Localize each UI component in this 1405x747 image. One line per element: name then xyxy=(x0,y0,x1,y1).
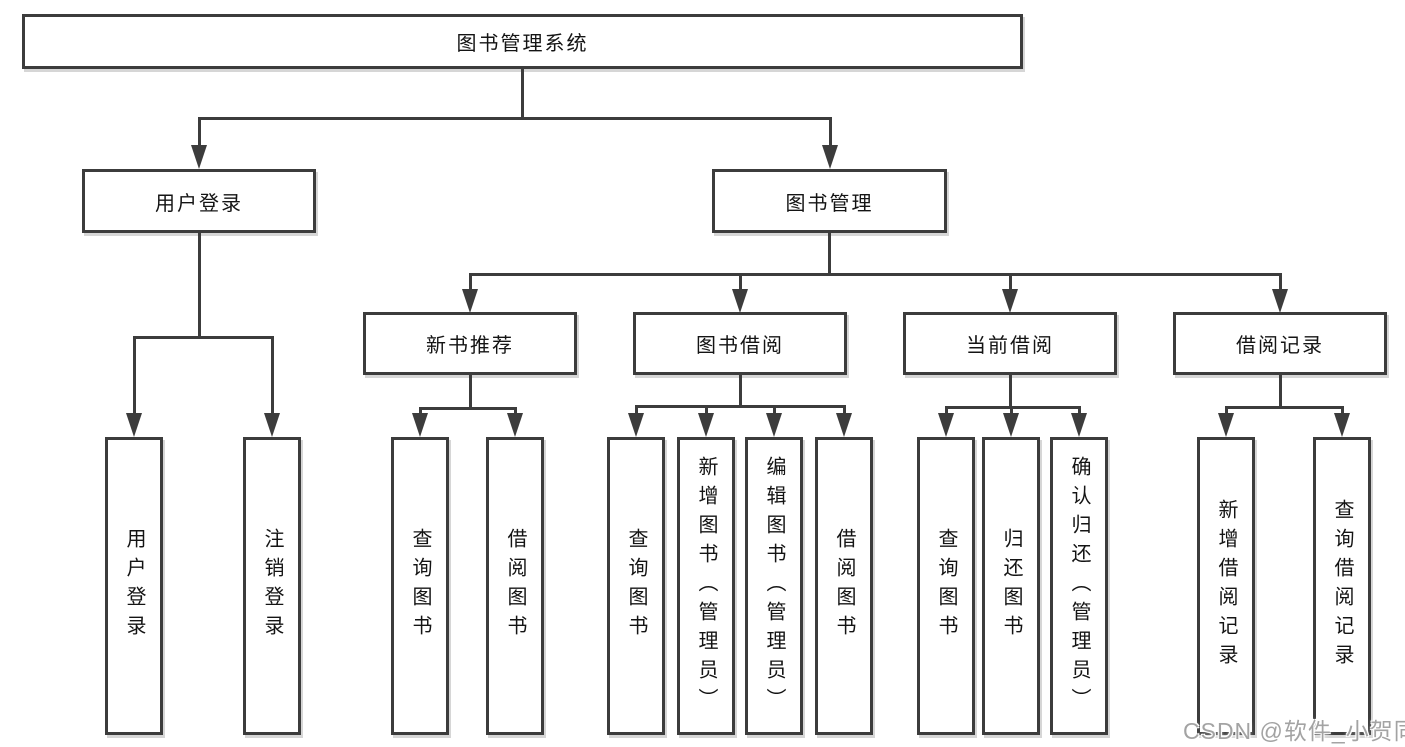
leaf-add-books-admin: 新增图书（管理员） xyxy=(677,437,735,735)
arrow-down-icon xyxy=(732,289,748,313)
arrow-down-icon xyxy=(766,413,782,437)
arrow-down-icon xyxy=(412,413,428,437)
leaf-label: 编辑图书（管理员） xyxy=(763,455,785,717)
leaf-label: 借阅图书 xyxy=(504,528,526,644)
leaf-label: 查询图书 xyxy=(409,528,431,644)
arrow-down-icon xyxy=(1272,289,1288,313)
connector-to-new-book xyxy=(469,273,472,291)
arrow-down-icon xyxy=(126,413,142,437)
node-label: 图书借阅 xyxy=(696,335,784,357)
csdn-watermark: CSDN @软件_小贺同学 xyxy=(1183,718,1405,744)
arrow-down-icon xyxy=(264,413,280,437)
connector-to-leaf xyxy=(1078,406,1081,415)
node-label: 当前借阅 xyxy=(966,335,1054,357)
connector-to-leaf xyxy=(705,405,708,415)
connector-to-records xyxy=(1279,273,1282,291)
node-current-borrow: 当前借阅 xyxy=(903,312,1117,375)
leaf-logout: 注销登录 xyxy=(243,437,301,735)
node-borrow-records: 借阅记录 xyxy=(1173,312,1387,375)
connector-to-current xyxy=(1009,273,1012,291)
connector-to-leaf xyxy=(1010,406,1013,415)
leaf-label: 新增图书（管理员） xyxy=(695,455,717,717)
connector-to-leaf xyxy=(773,405,776,415)
leaf-label: 查询图书 xyxy=(935,528,957,644)
arrow-down-icon xyxy=(698,413,714,437)
connector-borrow-bus xyxy=(635,405,845,408)
connector-new-book-stem xyxy=(469,375,472,407)
leaf-label: 注销登录 xyxy=(261,528,283,644)
node-book-management: 图书管理 xyxy=(712,169,947,233)
node-new-book-recommend: 新书推荐 xyxy=(363,312,577,375)
connector-to-user-login xyxy=(198,117,201,148)
leaf-add-borrow-record: 新增借阅记录 xyxy=(1197,437,1255,735)
node-label: 借阅记录 xyxy=(1236,335,1324,357)
leaf-return-books: 归还图书 xyxy=(982,437,1040,735)
leaf-user-login: 用户登录 xyxy=(105,437,163,735)
arrow-down-icon xyxy=(1218,413,1234,437)
arrow-down-icon xyxy=(836,413,852,437)
connector-to-leaf xyxy=(133,336,136,414)
connector-records-bus xyxy=(1225,406,1343,409)
leaf-edit-books-admin: 编辑图书（管理员） xyxy=(745,437,803,735)
leaf-confirm-return-admin: 确认归还（管理员） xyxy=(1050,437,1108,735)
node-label: 图书管理系统 xyxy=(456,33,589,55)
connector-to-book-mgmt xyxy=(829,117,832,148)
connector-to-leaf xyxy=(1341,406,1344,415)
leaf-label: 查询借阅记录 xyxy=(1331,499,1353,673)
connector-to-leaf xyxy=(945,406,948,415)
node-book-borrow: 图书借阅 xyxy=(633,312,847,375)
connector-borrow-stem xyxy=(739,375,742,405)
node-user-login: 用户登录 xyxy=(82,169,316,233)
connector-user-login-bus xyxy=(133,336,274,339)
arrow-down-icon xyxy=(1003,413,1019,437)
leaf-query-books-newbook: 查询图书 xyxy=(391,437,449,735)
arrow-down-icon xyxy=(1002,289,1018,313)
connector-current-stem xyxy=(1009,375,1012,406)
leaf-label: 归还图书 xyxy=(1000,528,1022,644)
arrow-down-icon xyxy=(628,413,644,437)
connector-to-leaf xyxy=(843,405,846,415)
leaf-borrow-books: 借阅图书 xyxy=(815,437,873,735)
leaf-label: 借阅图书 xyxy=(833,528,855,644)
leaf-query-books-current: 查询图书 xyxy=(917,437,975,735)
leaf-label: 确认归还（管理员） xyxy=(1068,455,1090,717)
leaf-label: 新增借阅记录 xyxy=(1215,499,1237,673)
arrow-down-icon xyxy=(822,145,838,169)
connector-to-borrow xyxy=(739,273,742,291)
connector-root-stem xyxy=(521,69,524,117)
arrow-down-icon xyxy=(191,145,207,169)
arrow-down-icon xyxy=(938,413,954,437)
leaf-label: 用户登录 xyxy=(123,528,145,644)
connector-book-mgmt-bus xyxy=(469,273,1282,276)
connector-new-book-bus xyxy=(419,407,516,410)
leaf-query-borrow-record: 查询借阅记录 xyxy=(1313,437,1371,735)
leaf-query-books-borrow: 查询图书 xyxy=(607,437,665,735)
node-label: 用户登录 xyxy=(155,192,243,215)
connector-book-mgmt-stem xyxy=(828,233,831,273)
node-label: 新书推荐 xyxy=(426,335,514,357)
connector-to-leaf xyxy=(514,407,517,415)
connector-to-leaf xyxy=(419,407,422,415)
leaf-borrow-books-newbook: 借阅图书 xyxy=(486,437,544,735)
connector-user-login-stem xyxy=(198,233,201,336)
connector-to-leaf xyxy=(271,336,274,414)
connector-to-leaf xyxy=(1225,406,1228,415)
connector-records-stem xyxy=(1279,375,1282,406)
arrow-down-icon xyxy=(1334,413,1350,437)
node-label: 图书管理 xyxy=(785,192,874,215)
leaf-label: 查询图书 xyxy=(625,528,647,644)
connector-root-bus xyxy=(198,117,832,120)
arrow-down-icon xyxy=(462,289,478,313)
arrow-down-icon xyxy=(1071,413,1087,437)
arrow-down-icon xyxy=(507,413,523,437)
connector-to-leaf xyxy=(635,405,638,415)
node-library-management-system: 图书管理系统 xyxy=(22,14,1023,69)
